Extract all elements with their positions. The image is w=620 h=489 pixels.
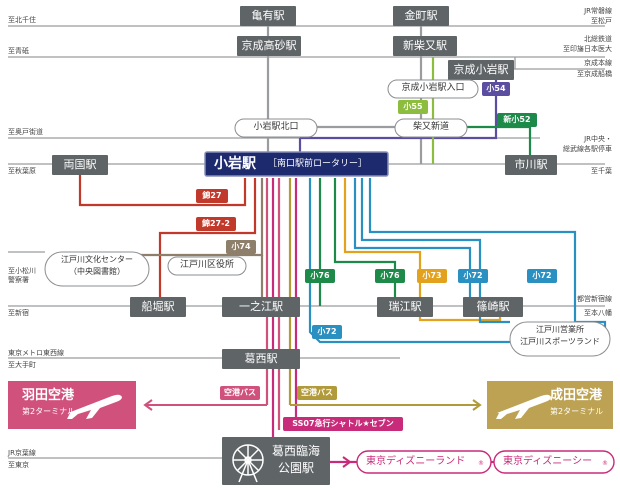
route-ko54: 小54 bbox=[486, 84, 506, 93]
stop-pills bbox=[44, 79, 611, 357]
stop-edogawa-eigyosho-2: 江戸川スポーツランド bbox=[520, 337, 600, 346]
dir-shinjuku: 至新宿 bbox=[8, 309, 29, 317]
station-koiwa-main: 小岩駅 bbox=[214, 156, 256, 172]
route-nishiki27-2: 錦27-2 bbox=[201, 219, 231, 228]
station-ryogoku: 両国駅 bbox=[63, 158, 97, 171]
narita-box bbox=[487, 381, 613, 429]
haneda-box bbox=[8, 381, 136, 429]
airport-narita-sub: 第2ターミナル bbox=[550, 407, 604, 416]
route-ko76b: 小76 bbox=[380, 271, 400, 280]
airport-haneda-sub: 第2ターミナル bbox=[22, 407, 76, 416]
station-shinshibamata: 新柴又駅 bbox=[403, 39, 447, 52]
stop-shibamata-shindo: 柴又新道 bbox=[412, 122, 449, 132]
stop-edogawa-kuyakusho: 江戸川区役所 bbox=[179, 260, 234, 270]
station-ichikawa: 市川駅 bbox=[514, 158, 548, 171]
ferris-wheel-icon bbox=[232, 444, 264, 483]
dir-otemachi: 至大手町 bbox=[8, 361, 36, 369]
dir-aoto: 至青砥 bbox=[8, 47, 29, 55]
station-funabori: 船堀駅 bbox=[141, 300, 175, 313]
station-kasai-rinkai-2: 公園駅 bbox=[277, 461, 314, 475]
stop-edogawa-eigyosho-1: 江戸川営業所 bbox=[536, 325, 584, 334]
koiwa-main-box bbox=[204, 151, 389, 177]
dir-keisei-honsen: 京成本線 bbox=[584, 59, 612, 67]
dir-keisei-funabashi: 至京成船橋 bbox=[577, 70, 612, 78]
route-airport-bus-right: 空港バス bbox=[301, 388, 333, 397]
dir-keisatsusho: 警察署 bbox=[8, 276, 29, 284]
route-airport-bus-left: 空港バス bbox=[224, 388, 256, 397]
disneyland-pill bbox=[356, 450, 492, 474]
stop-koiwa-kitaguchi: 小岩駅北口 bbox=[253, 122, 299, 132]
dir-akihabara: 至秋葉原 bbox=[8, 167, 36, 175]
dir-tokyometro: 東京メトロ東西線 bbox=[8, 349, 64, 357]
dir-kita-senju: 至北千住 bbox=[8, 16, 36, 24]
disney-sea-reg: ® bbox=[602, 460, 608, 467]
disneysea-pill bbox=[493, 450, 615, 474]
route-nishiki27: 錦27 bbox=[202, 191, 222, 200]
station-kanamachi: 金町駅 bbox=[404, 9, 438, 22]
stop-keisei-koiwa-iriguchi: 京成小岩駅入口 bbox=[401, 83, 465, 93]
route-ss07: SS07急行シャトル★セブン bbox=[292, 419, 394, 428]
dir-jr-joban: JR常磐線 bbox=[584, 7, 612, 15]
dir-komatsugawa: 至小松川 bbox=[8, 267, 36, 275]
dir-toei-shinjuku: 都営新宿線 bbox=[577, 295, 612, 303]
dir-chiba: 至千葉 bbox=[591, 167, 612, 175]
arrow-narita bbox=[290, 399, 482, 411]
disney-sea: 東京ディズニーシー bbox=[503, 456, 593, 467]
arrow-disney bbox=[342, 456, 352, 468]
stop-edogawa-bunka-2: （中央図書館） bbox=[69, 267, 125, 276]
route-ko72c: 小72 bbox=[317, 327, 337, 336]
dir-keiyo: JR京葉線 bbox=[8, 449, 36, 457]
route-ko55: 小55 bbox=[403, 102, 423, 111]
arrow-haneda bbox=[143, 399, 267, 411]
dir-jr-chuo-2: 総武線各駅停車 bbox=[563, 145, 612, 153]
station-keisei-takasago: 京成高砂駅 bbox=[241, 39, 297, 52]
dir-motoyawata: 至本八幡 bbox=[584, 309, 612, 317]
dir-jr-chuo-1: JR中央・ bbox=[584, 135, 612, 143]
route-ko74: 小74 bbox=[231, 242, 251, 251]
route-shinko52: 新小52 bbox=[503, 115, 531, 124]
airport-narita: 成田空港 bbox=[550, 388, 603, 403]
dir-matsudo: 至松戸 bbox=[591, 17, 612, 25]
route-badges bbox=[196, 82, 557, 431]
station-keisei-koiwa: 京成小岩駅 bbox=[453, 63, 509, 76]
station-mizue: 瑞江駅 bbox=[388, 300, 422, 313]
route-ko72a: 小72 bbox=[463, 271, 483, 280]
route-ko76a: 小76 bbox=[310, 271, 330, 280]
plane-icon bbox=[496, 394, 551, 419]
station-kameari: 亀有駅 bbox=[251, 9, 285, 22]
station-boxes bbox=[52, 6, 557, 485]
disney-land-reg: ® bbox=[478, 460, 484, 467]
dir-tokyo: 至東京 bbox=[8, 461, 29, 469]
airport-haneda: 羽田空港 bbox=[22, 388, 75, 403]
station-ichinoe: 一之江駅 bbox=[239, 300, 283, 313]
route-ko72b: 小72 bbox=[532, 271, 552, 280]
station-kasai: 葛西駅 bbox=[244, 352, 278, 365]
stop-edogawa-bunka-1: 江戸川文化センター bbox=[61, 255, 133, 264]
plane-icon bbox=[67, 394, 122, 419]
route-ko73: 小73 bbox=[422, 271, 442, 280]
station-shinozaki: 篠崎駅 bbox=[476, 300, 510, 313]
dir-hokuso: 北総鉄道 bbox=[584, 35, 612, 43]
disney-land: 東京ディズニーランド bbox=[366, 456, 466, 467]
dir-inba: 至印旛日本医大 bbox=[563, 45, 612, 53]
station-koiwa-sub: ［南口駅前ロータリー］ bbox=[268, 159, 368, 169]
dir-okudo: 至奥戸街道 bbox=[8, 128, 43, 136]
station-kasai-rinkai-1: 葛西臨海 bbox=[271, 444, 320, 458]
